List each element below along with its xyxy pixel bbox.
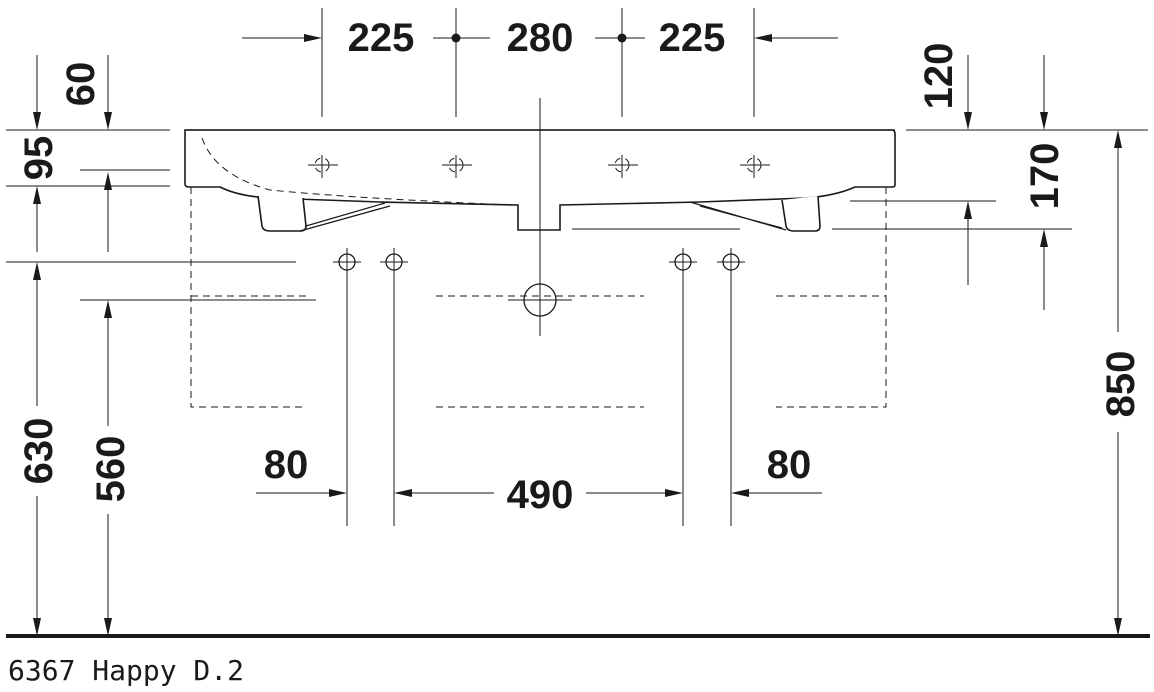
dim-top-right-spacing: 225 xyxy=(659,16,726,60)
dim-top-center-spacing: 280 xyxy=(507,16,574,60)
dim-bracket-span: 490 xyxy=(507,473,574,517)
dim-basin-depth-right: 170 xyxy=(1023,143,1067,210)
dim-bracket-offset-right: 80 xyxy=(767,443,812,487)
hidden-outlines xyxy=(190,187,887,408)
mounting-feet xyxy=(257,195,821,232)
tap-hole-mark xyxy=(308,155,338,178)
top-dimension-chain xyxy=(242,8,838,117)
fixing-point-icon xyxy=(669,248,697,526)
waste-outlet-symbol xyxy=(508,283,572,317)
fixing-point-icon xyxy=(380,248,408,526)
dim-top-left-spacing: 225 xyxy=(348,16,415,60)
tap-hole-marks xyxy=(308,155,770,178)
dim-overall-height: 850 xyxy=(1099,351,1143,418)
tap-hole-mark xyxy=(442,155,472,178)
fixing-points xyxy=(333,248,745,526)
tap-hole-mark xyxy=(608,155,638,178)
fixing-point-icon xyxy=(333,248,361,526)
left-dimensions xyxy=(6,55,316,636)
dim-rim-offset-left: 60 xyxy=(59,62,103,107)
dim-bracket-offset-left: 80 xyxy=(264,443,309,487)
bracket-dimension-chain xyxy=(256,489,822,497)
floor-line xyxy=(6,634,1150,638)
dim-waste-height: 630 xyxy=(17,418,61,485)
right-dimensions xyxy=(572,55,1148,636)
product-caption: 6367 Happy D.2 xyxy=(8,654,244,687)
dim-rim-offset-right: 120 xyxy=(917,43,961,110)
fixing-point-icon xyxy=(717,248,745,526)
dim-supply-height: 560 xyxy=(89,436,133,503)
dim-rim-height-left: 95 xyxy=(17,136,61,181)
tap-hole-mark xyxy=(740,155,770,178)
